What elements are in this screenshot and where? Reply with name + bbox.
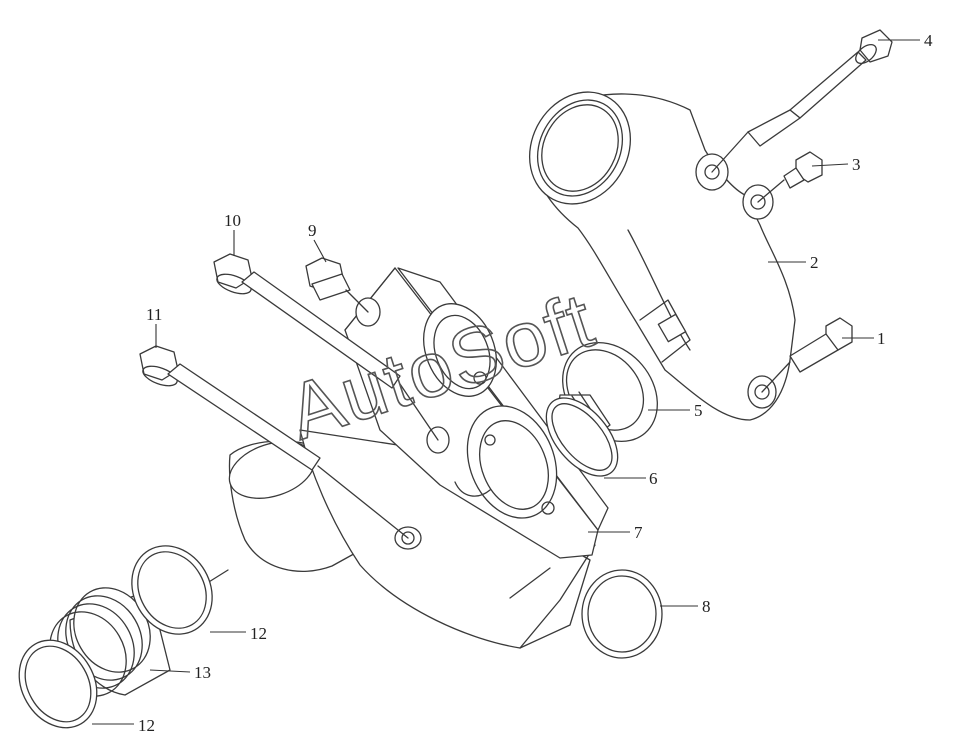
callout-6: 6 bbox=[649, 469, 658, 488]
plug-part-9 bbox=[305, 257, 369, 313]
seal-ring-part-12-lower bbox=[18, 639, 98, 729]
outlet-elbow-part-2 bbox=[528, 91, 796, 421]
bolt-part-1 bbox=[761, 317, 853, 393]
bolt-part-3 bbox=[757, 151, 823, 203]
callout-8: 8 bbox=[702, 597, 711, 616]
callout-4: 4 bbox=[924, 31, 933, 50]
callout-labels: 4 3 2 1 5 6 7 8 9 10 11 12 13 12 bbox=[138, 31, 933, 735]
callout-12-upper: 12 bbox=[250, 624, 267, 643]
leader-lines bbox=[92, 39, 920, 725]
thermostat-housing-part-7 bbox=[228, 267, 609, 649]
callout-7: 7 bbox=[634, 523, 643, 542]
o-ring-part-8 bbox=[581, 569, 663, 659]
callout-9: 9 bbox=[308, 221, 317, 240]
callout-1: 1 bbox=[877, 329, 886, 348]
callout-3: 3 bbox=[852, 155, 861, 174]
callout-2: 2 bbox=[810, 253, 819, 272]
bolt-part-10 bbox=[213, 253, 439, 441]
seal-ring-part-12-upper bbox=[131, 545, 213, 635]
callout-5: 5 bbox=[694, 401, 703, 420]
bolt-part-11 bbox=[139, 345, 409, 539]
callout-10: 10 bbox=[224, 211, 241, 230]
callout-11: 11 bbox=[146, 305, 162, 324]
seal-ring-part-6 bbox=[545, 397, 619, 477]
bolt-part-4 bbox=[711, 29, 893, 173]
callout-12-lower: 12 bbox=[138, 716, 155, 735]
callout-13: 13 bbox=[194, 663, 211, 682]
